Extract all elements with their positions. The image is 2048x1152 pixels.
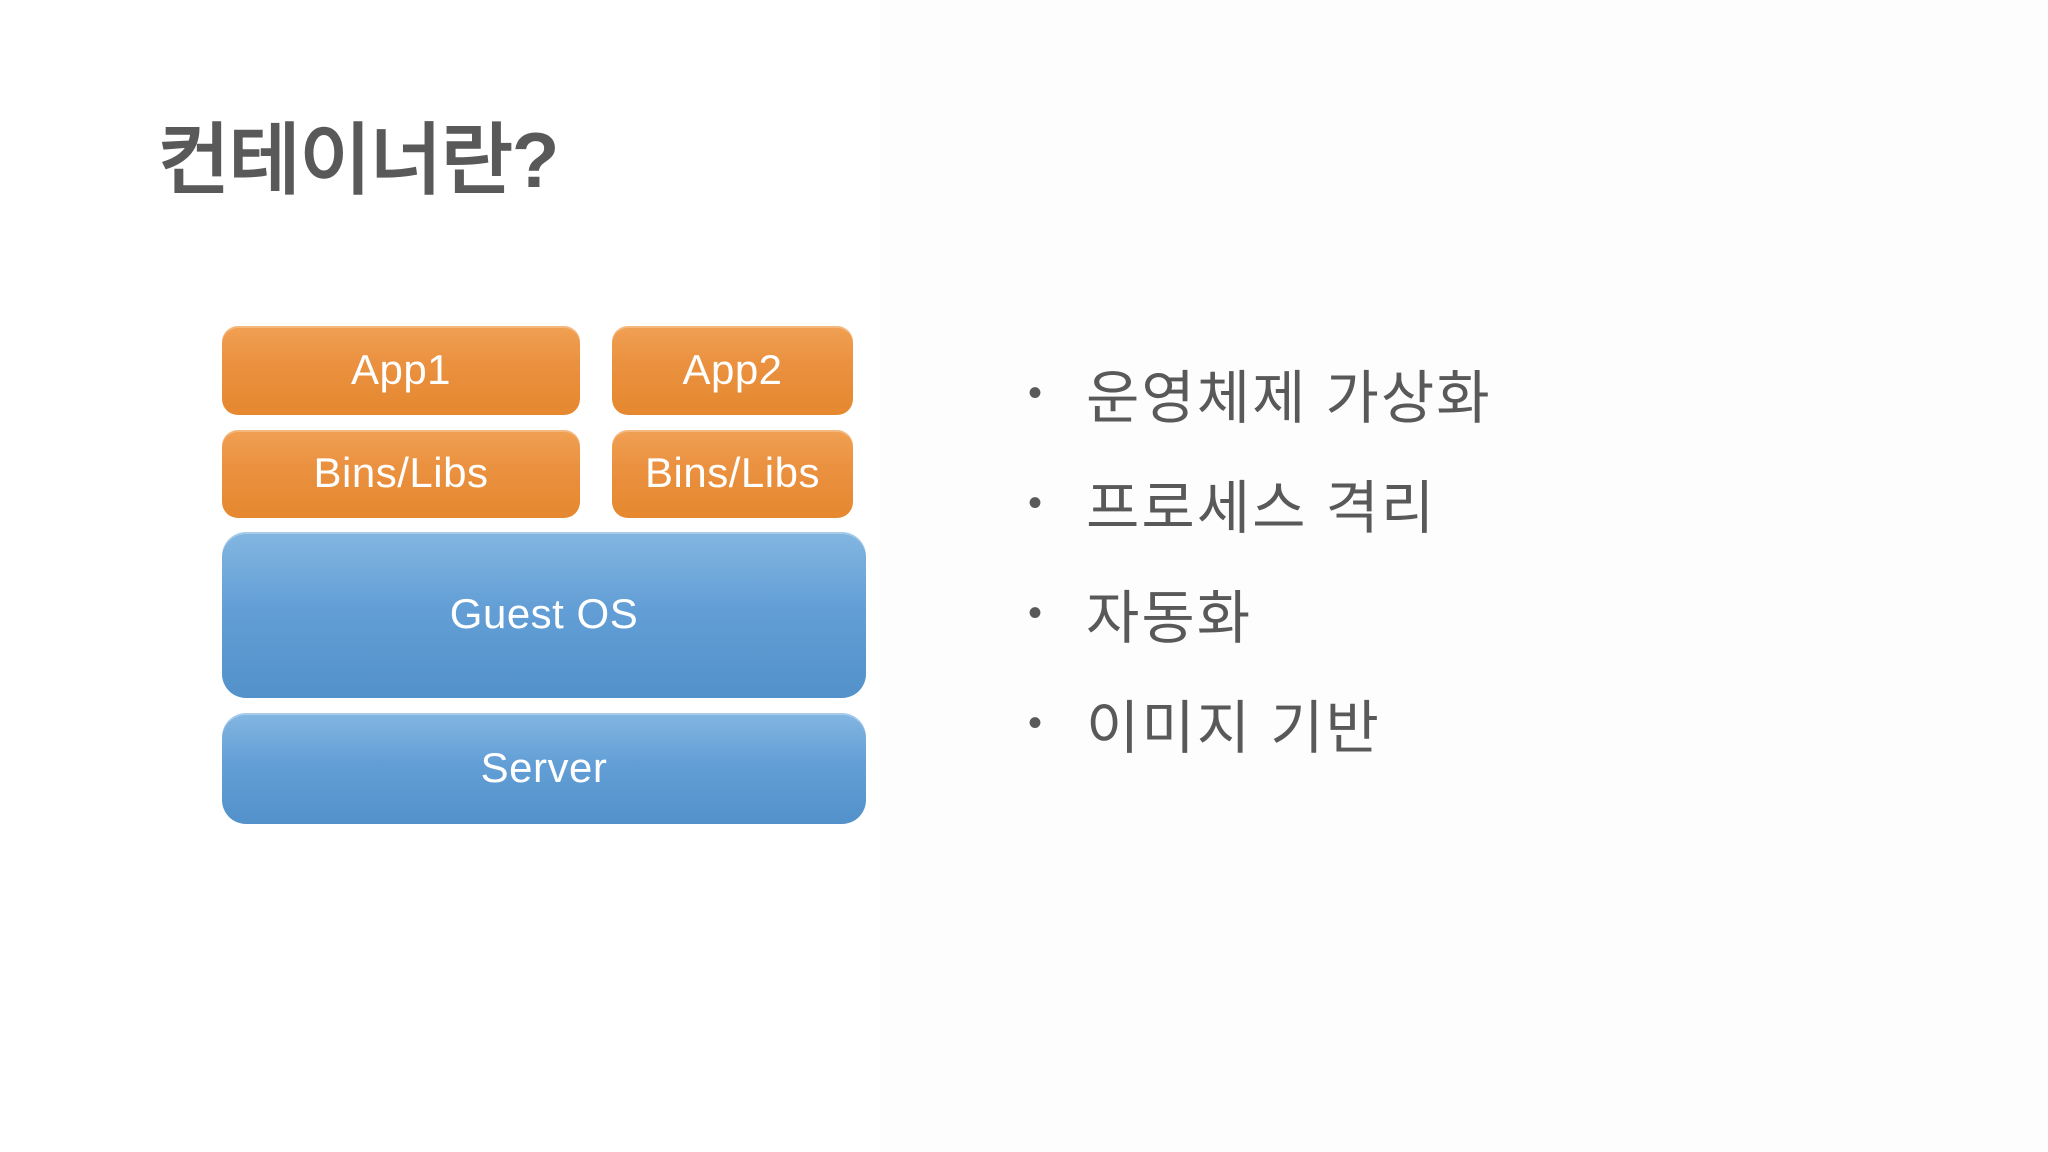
box-label-bins-libs-2: Bins/Libs: [645, 449, 820, 496]
bullet-list: • 운영체제 가상화 • 프로세스 격리 • 자동화 • 이미지 기반: [1028, 338, 1492, 778]
bullet-marker: •: [1028, 700, 1043, 745]
bullet-text: 자동화: [1086, 586, 1253, 651]
bullet-marker: •: [1028, 370, 1043, 415]
bullet-text: 이미지 기반: [1086, 696, 1381, 761]
bullet-item-process-isolation: • 프로세스 격리: [1028, 448, 1492, 558]
box-label-app2: App2: [682, 345, 783, 393]
bullet-item-os-virtualization: • 운영체제 가상화: [1028, 338, 1492, 448]
diagram-box-guest-os: Guest OS: [222, 532, 866, 698]
bullet-text: 프로세스 격리: [1086, 476, 1437, 541]
bullet-text: 운영체제 가상화: [1086, 366, 1492, 431]
box-label-server: Server: [480, 743, 608, 791]
diagram-box-server: Server: [222, 713, 866, 824]
bullet-marker: •: [1028, 480, 1043, 525]
right-tint-panel: [880, 0, 2048, 1152]
bullet-item-image-based: • 이미지 기반: [1028, 668, 1492, 778]
slide-title: 컨테이너란?: [158, 116, 559, 204]
box-label-app1: App1: [350, 345, 452, 393]
box-label-bins-libs-1: Bins/Libs: [313, 449, 489, 496]
bullet-marker: •: [1028, 590, 1043, 635]
diagram-box-app2: App2: [612, 326, 853, 415]
bullet-item-automation: • 자동화: [1028, 558, 1492, 668]
diagram-box-bins-libs-2: Bins/Libs: [612, 430, 853, 518]
diagram-box-app1: App1: [222, 326, 580, 415]
diagram-box-bins-libs-1: Bins/Libs: [222, 430, 580, 518]
box-label-guest-os: Guest OS: [449, 590, 639, 637]
